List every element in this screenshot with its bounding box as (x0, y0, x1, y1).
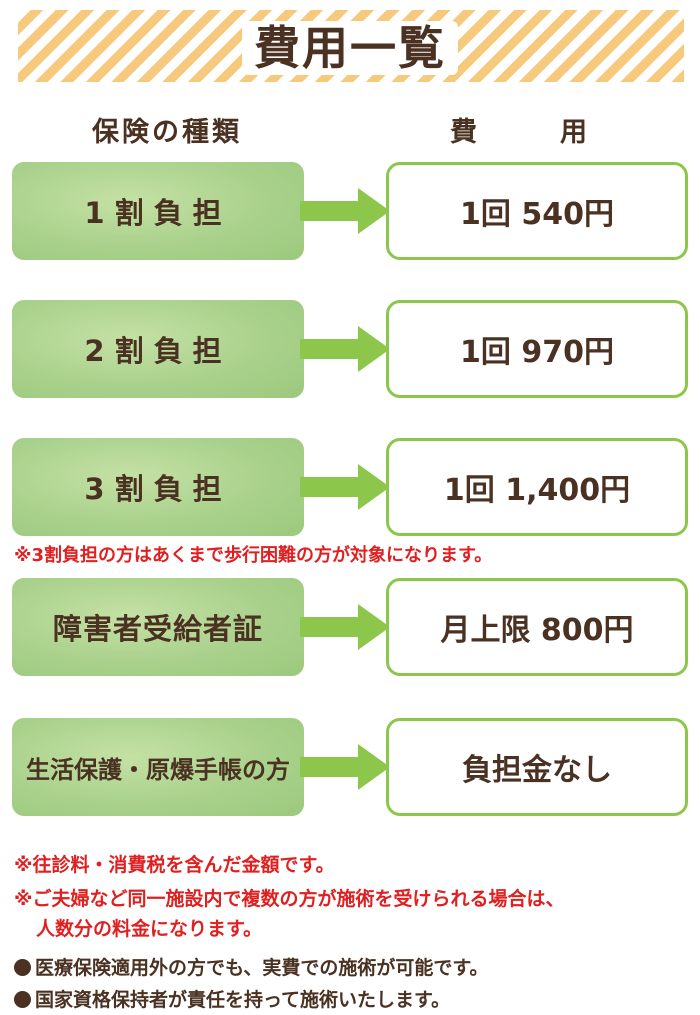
cost-box: 負担金なし (386, 718, 688, 816)
insurance-type-box: 2割負担 (12, 300, 304, 398)
header-insurance-type: 保険の種類 (92, 117, 242, 148)
fee-row: 3割負担 1回 1,400円 (0, 438, 700, 536)
note-fee-includes: ※往診料・消費税を含んだ金額です。 (14, 854, 335, 876)
note-certified-text: 国家資格保持者が責任を持って施術いたします。 (35, 989, 451, 1011)
fee-row: 生活保護・原爆手帳の方 負担金なし (0, 718, 700, 816)
bullet-icon (14, 991, 31, 1008)
insurance-type-box: 1割負担 (12, 162, 304, 260)
header-cost: 費 用 (450, 117, 615, 148)
note-couple-line2: 人数分の料金になります。 (36, 918, 263, 940)
note-self-pay-text: 医療保険適用外の方でも、実費での施術が可能です。 (35, 957, 489, 979)
insurance-type-box: 3割負担 (12, 438, 304, 536)
fee-row: 1割負担 1回 540円 (0, 162, 700, 260)
note-couple-line1: ※ご夫婦など同一施設内で複数の方が施術を受けられる場合は、 (14, 888, 565, 910)
cost-box: 1回 970円 (386, 300, 688, 398)
note-self-pay: 医療保険適用外の方でも、実費での施術が可能です。 (14, 953, 489, 980)
fee-row: 2割負担 1回 970円 (0, 300, 700, 398)
cost-box: 月上限 800円 (386, 578, 688, 676)
arrow-right-icon (300, 744, 390, 790)
note-certified: 国家資格保持者が責任を持って施術いたします。 (14, 985, 450, 1012)
insurance-type-box: 生活保護・原爆手帳の方 (12, 718, 304, 816)
insurance-type-box: 障害者受給者証 (12, 578, 304, 676)
arrow-right-icon (300, 604, 390, 650)
page-title: 費用一覧 (0, 12, 700, 78)
inline-note: ※3割負担の方はあくまで歩行困難の方が対象になります。 (14, 545, 493, 566)
arrow-right-icon (300, 464, 390, 510)
fee-row: 障害者受給者証 月上限 800円 (0, 578, 700, 676)
cost-box: 1回 540円 (386, 162, 688, 260)
arrow-right-icon (300, 326, 390, 372)
arrow-right-icon (300, 188, 390, 234)
bullet-icon (14, 959, 31, 976)
cost-box: 1回 1,400円 (386, 438, 688, 536)
